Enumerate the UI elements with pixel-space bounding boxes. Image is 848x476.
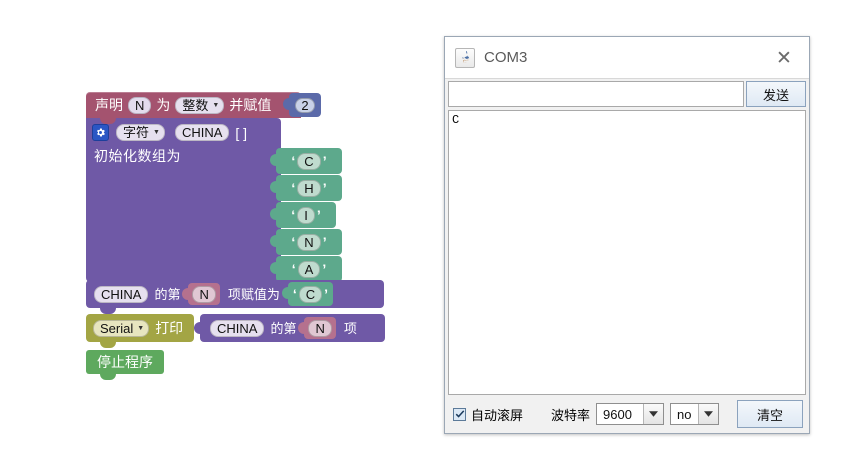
quote-open-icon: ‘	[291, 180, 296, 196]
dialog-bottom-bar: 自动滚屏 波特率 9600 no 清空	[445, 395, 809, 433]
quote-close-icon: ’	[324, 286, 329, 302]
baud-rate-value: 9600	[603, 406, 632, 422]
quote-close-icon: ’	[322, 261, 327, 277]
quote-open-icon: ‘	[292, 286, 297, 302]
getitem-item-label: 项	[343, 320, 357, 336]
char-value-field[interactable]: H	[297, 179, 321, 197]
java-icon	[455, 47, 475, 68]
declare-keyword-label: 声明	[95, 97, 123, 113]
block-char-value[interactable]: ‘ C ’	[281, 282, 334, 306]
quote-open-icon: ‘	[291, 153, 296, 169]
chevron-down-icon: ▼	[212, 101, 220, 109]
block-plug	[194, 322, 201, 334]
dialog-titlebar: COM3 ✕	[445, 37, 809, 79]
block-plug	[298, 322, 306, 334]
serial-port-dropdown[interactable]: Serial ▼	[93, 319, 150, 337]
block-plug	[281, 287, 289, 299]
array-name-field[interactable]: CHINA	[174, 124, 230, 141]
block-variable-get[interactable]: N	[298, 317, 336, 339]
quote-close-icon: ’	[322, 153, 327, 169]
setitem-assign-label: 项赋值为	[227, 286, 280, 302]
chevron-down-icon: ▼	[137, 324, 145, 332]
block-plug	[270, 208, 277, 220]
block-notch	[100, 308, 116, 314]
getitem-array-name-field[interactable]: CHINA	[210, 319, 265, 337]
declare-type-dropdown[interactable]: 整数 ▼	[175, 96, 225, 114]
block-stop-program[interactable]: 停止程序	[86, 350, 164, 380]
block-number-value[interactable]: 2	[283, 93, 321, 117]
checkbox-checked-icon	[453, 407, 466, 421]
baud-rate-dropdown[interactable]: 9600	[596, 403, 665, 425]
send-input[interactable]	[448, 81, 744, 107]
block-set-array-item[interactable]: CHINA 的第 N 项赋值为 ‘ C ’	[86, 280, 384, 314]
char-value-field[interactable]: A	[297, 260, 321, 278]
declare-type-value: 整数	[182, 97, 209, 113]
quote-close-icon: ’	[322, 180, 327, 196]
block-serial-print[interactable]: Serial ▼ 打印	[86, 314, 194, 348]
setitem-char-field[interactable]: C	[298, 285, 323, 303]
getitem-index-field[interactable]: N	[308, 319, 332, 337]
declare-as-label: 为	[156, 97, 171, 113]
array-header-row: 字符 ▼ CHINA [ ]	[86, 118, 281, 141]
serial-port-value: Serial	[100, 320, 134, 336]
baud-rate-label: 波特率	[551, 407, 591, 423]
block-variable-get[interactable]: N	[182, 283, 220, 305]
serial-print-label: 打印	[155, 320, 184, 336]
serial-output-text: C	[452, 113, 460, 127]
quote-close-icon: ’	[316, 207, 321, 223]
gear-icon[interactable]	[92, 124, 109, 141]
array-init-label: 初始化数组为	[94, 148, 181, 164]
serial-output-area[interactable]: C	[448, 110, 806, 395]
block-plug	[270, 154, 277, 166]
block-char-value[interactable]: ‘ H ’	[270, 175, 342, 201]
send-row: 发送	[445, 79, 809, 107]
block-plug	[270, 262, 277, 274]
line-ending-dropdown[interactable]: no	[670, 403, 719, 425]
stop-program-label: 停止程序	[97, 354, 153, 370]
quote-open-icon: ‘	[291, 207, 296, 223]
declare-assign-label: 并赋值	[229, 97, 272, 113]
block-notch	[100, 342, 116, 348]
getitem-of-index-label: 的第	[270, 320, 297, 336]
declare-variable-field[interactable]: N	[128, 96, 152, 114]
array-brackets-label: [ ]	[235, 124, 248, 141]
array-type-dropdown[interactable]: 字符 ▼	[116, 124, 165, 141]
number-value-field[interactable]: 2	[295, 97, 315, 113]
chevron-down-icon[interactable]	[643, 404, 664, 424]
array-type-value: 字符	[123, 125, 150, 140]
block-char-value[interactable]: ‘ N ’	[270, 229, 342, 255]
blockly-workspace[interactable]: 声明 N 为 整数 ▼ 并赋值 2 字符	[0, 0, 440, 476]
block-plug	[270, 235, 277, 247]
line-ending-value: no	[677, 406, 692, 422]
autoscroll-checkbox[interactable]: 自动滚屏	[453, 405, 523, 424]
block-char-value[interactable]: ‘ I ’	[270, 202, 336, 228]
close-icon[interactable]: ✕	[776, 46, 792, 69]
block-plug	[270, 181, 277, 193]
block-declare-variable[interactable]: 声明 N 为 整数 ▼ 并赋值	[86, 92, 301, 124]
send-button[interactable]: 发送	[746, 81, 806, 107]
char-value-field[interactable]: N	[297, 233, 321, 251]
block-notch	[100, 374, 116, 380]
quote-open-icon: ‘	[291, 234, 296, 250]
chevron-down-icon[interactable]	[697, 404, 718, 424]
block-plug	[283, 98, 290, 110]
clear-button[interactable]: 清空	[737, 400, 803, 428]
setitem-index-field[interactable]: N	[192, 285, 216, 303]
char-value-field[interactable]: I	[297, 206, 315, 224]
setitem-of-index-label: 的第	[154, 286, 181, 302]
quote-close-icon: ’	[322, 234, 327, 250]
dialog-title: COM3	[484, 49, 528, 66]
autoscroll-label: 自动滚屏	[471, 407, 524, 423]
block-get-array-item[interactable]: CHINA 的第 N 项	[194, 314, 385, 342]
quote-open-icon: ‘	[291, 261, 296, 277]
char-value-field[interactable]: C	[297, 152, 321, 170]
block-char-value[interactable]: ‘ A ’	[270, 256, 342, 282]
chevron-down-icon: ▼	[153, 129, 160, 136]
block-array-init[interactable]: 字符 ▼ CHINA [ ] 初始化数组为	[86, 118, 281, 282]
block-notch	[100, 118, 116, 124]
block-plug	[182, 288, 190, 300]
block-char-value[interactable]: ‘ C ’	[270, 148, 342, 174]
setitem-array-name-field[interactable]: CHINA	[94, 285, 149, 303]
serial-monitor-dialog[interactable]: COM3 ✕ 发送 C 自动滚屏 波特率 9600	[444, 36, 810, 434]
